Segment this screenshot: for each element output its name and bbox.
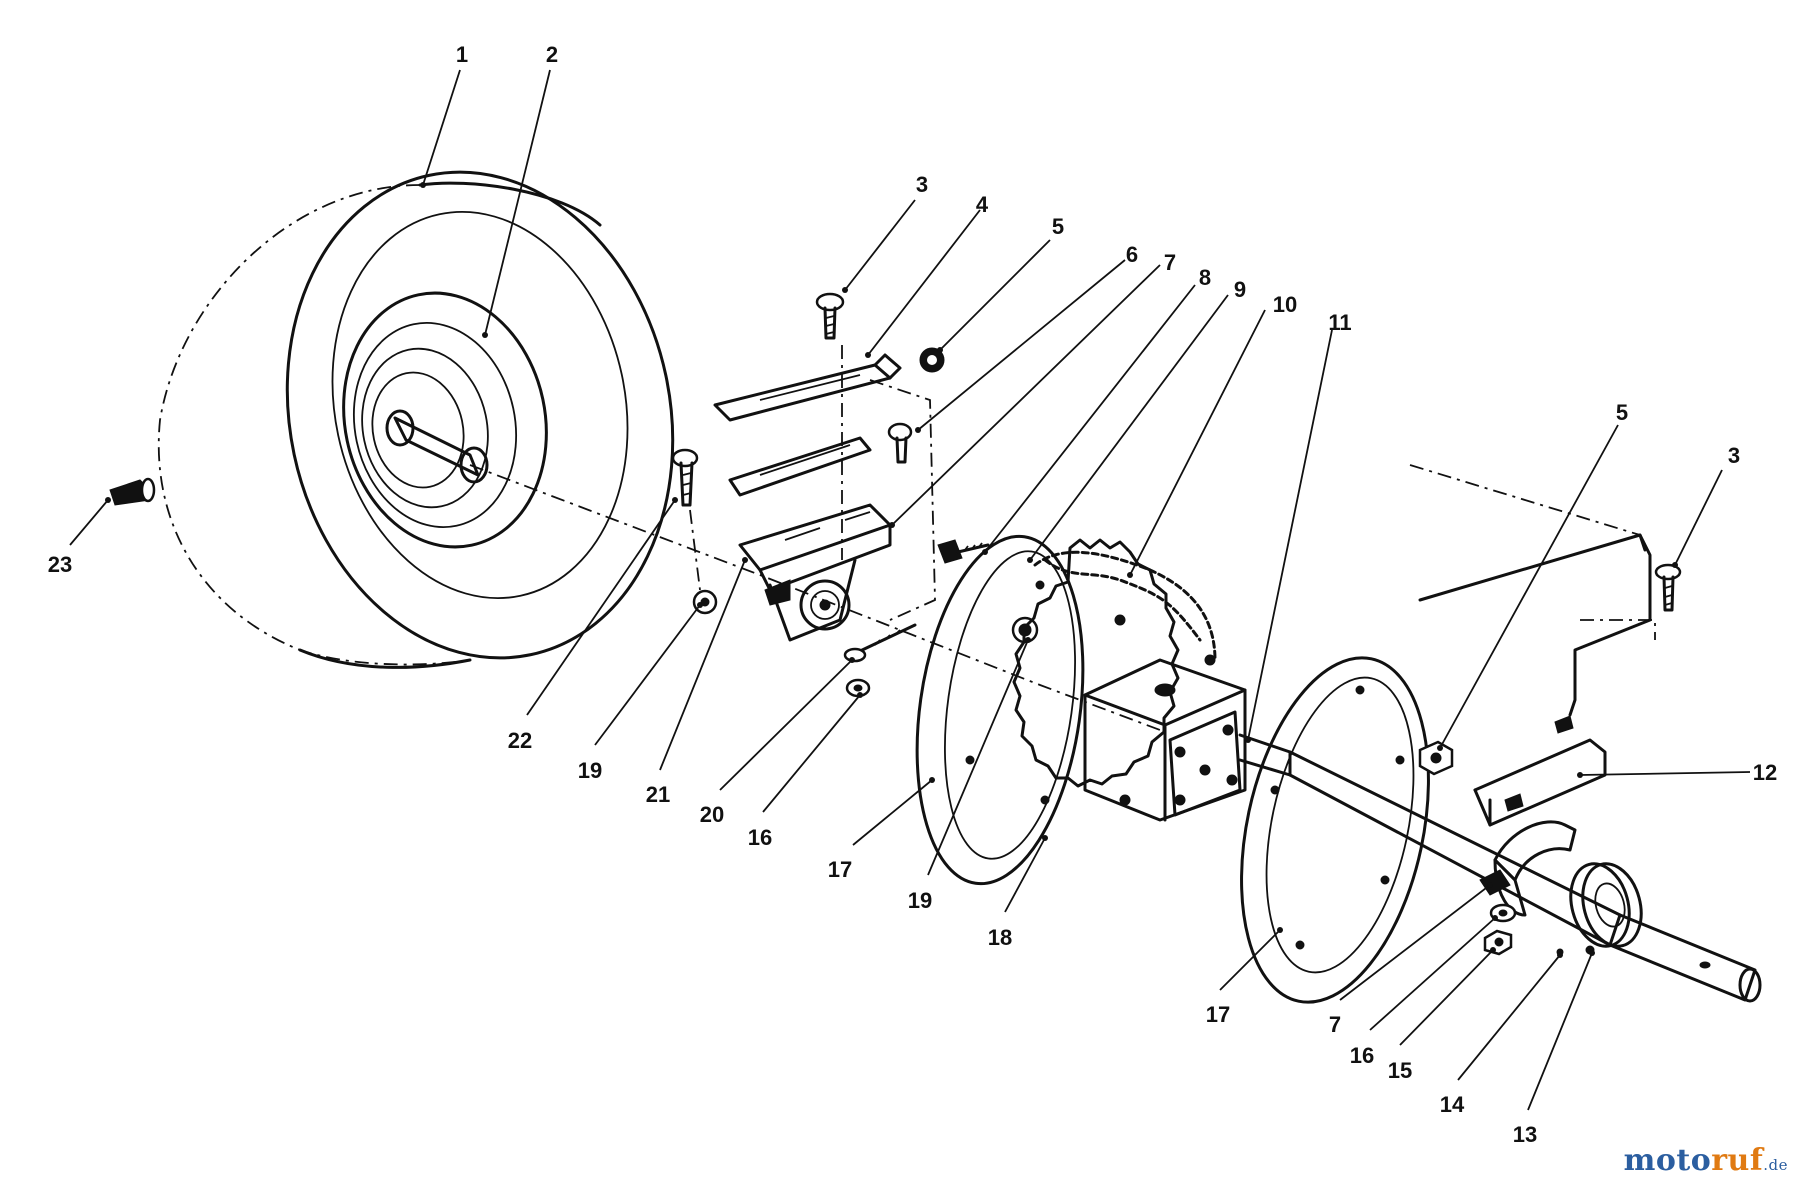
eye-bolt <box>843 623 917 663</box>
bearing-bracket-assembly <box>713 345 936 642</box>
callout-18: 18 <box>988 925 1012 950</box>
drive-chain <box>1033 550 1217 662</box>
watermark-logo: motoruf.de <box>1623 1143 1788 1178</box>
axle-frame <box>1409 464 1656 827</box>
carriage-bolt-mid <box>887 422 913 464</box>
callout-8: 8 <box>1199 265 1211 290</box>
callout-10: 10 <box>1273 292 1297 317</box>
callout-6: 6 <box>1126 242 1138 267</box>
callout-11: 11 <box>1328 310 1351 335</box>
callout-12: 12 <box>1753 760 1777 785</box>
valve-stem <box>109 477 156 506</box>
tire-wheel-assembly <box>157 170 675 669</box>
callout-1: 1 <box>456 42 468 67</box>
washer-left <box>845 678 871 698</box>
carriage-bolt-right <box>1654 563 1682 612</box>
gearbox-hub <box>1083 658 1292 822</box>
callout-23: 23 <box>48 552 72 577</box>
callout-3: 3 <box>916 172 928 197</box>
callout-3-right: 3 <box>1728 443 1740 468</box>
callout-14: 14 <box>1440 1092 1465 1117</box>
callout-22: 22 <box>508 728 532 753</box>
callout-19-center: 19 <box>908 888 932 913</box>
carriage-bolt-left <box>671 448 701 591</box>
axle-centerline <box>469 464 1161 731</box>
callout-labels: 1 2 3 4 5 6 7 8 9 10 11 5 3 12 23 22 19 … <box>48 42 1777 1147</box>
callout-13: 13 <box>1513 1122 1537 1147</box>
callout-15: 15 <box>1388 1058 1412 1083</box>
callout-7: 7 <box>1164 250 1176 275</box>
callout-16: 16 <box>748 825 772 850</box>
callout-2: 2 <box>546 42 558 67</box>
callout-17: 17 <box>828 857 852 882</box>
hex-nut-right <box>1418 740 1454 776</box>
lock-nut-top <box>919 347 945 373</box>
callout-4: 4 <box>976 192 989 217</box>
leader-lines <box>69 69 1751 1111</box>
carriage-bolt-top <box>815 292 845 340</box>
callout-19: 19 <box>578 758 602 783</box>
callout-5-right: 5 <box>1616 400 1628 425</box>
callout-16-right: 16 <box>1350 1043 1374 1068</box>
axle-shaft <box>1288 750 1762 1003</box>
drive-disc-right <box>1240 656 1430 1004</box>
callout-17-right: 17 <box>1206 1002 1230 1027</box>
callout-20: 20 <box>700 802 724 827</box>
callout-9: 9 <box>1234 277 1246 302</box>
hex-bolt-sprocket <box>937 539 990 564</box>
bearing-flange <box>1479 820 1643 956</box>
callout-5: 5 <box>1052 214 1064 239</box>
callout-7-right: 7 <box>1329 1012 1341 1037</box>
callout-21: 21 <box>646 782 670 807</box>
hex-nut-bottom <box>1483 929 1513 956</box>
drive-disc-left <box>915 534 1085 886</box>
